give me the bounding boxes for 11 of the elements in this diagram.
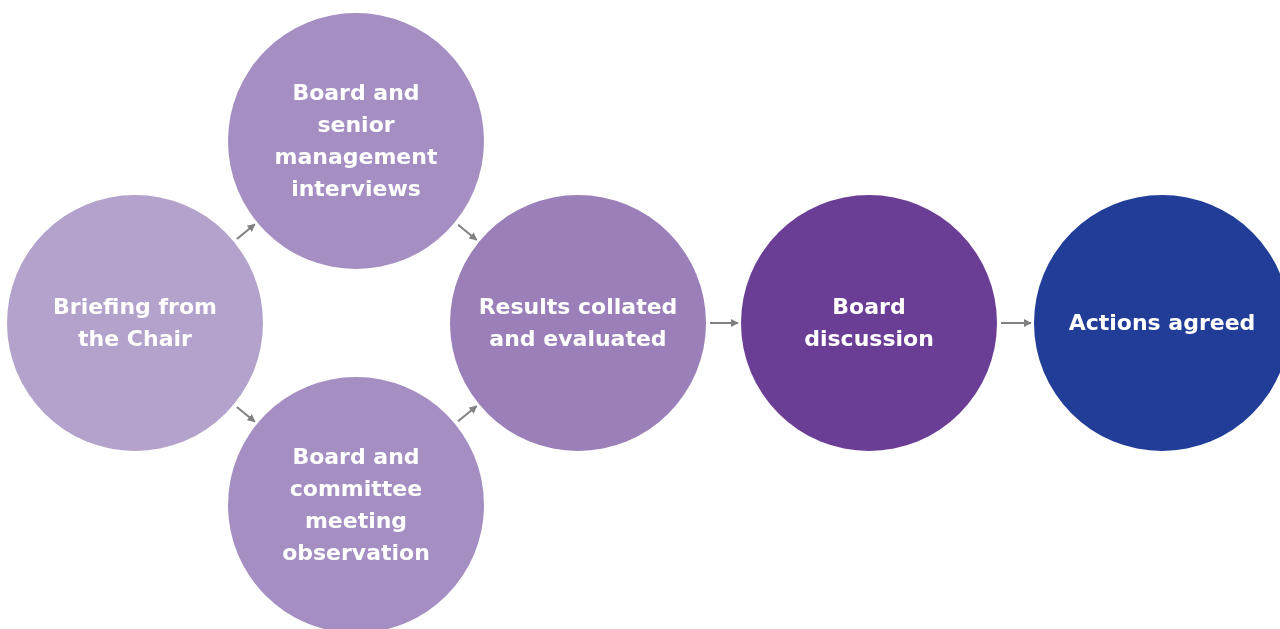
- step-label: Results collated and evaluated: [478, 293, 678, 353]
- arrow: [457, 223, 478, 241]
- arrow: [1000, 319, 1032, 327]
- arrow: [457, 405, 478, 423]
- arrow: [235, 223, 256, 241]
- step-label: Board and committee meeting observation: [281, 443, 431, 567]
- step-label: Briefing from the Chair: [52, 293, 218, 353]
- step-label: Board discussion: [803, 293, 935, 353]
- step-label: Actions agreed: [1067, 309, 1257, 337]
- step-label: Board and senior management interviews: [273, 79, 439, 203]
- arrow: [235, 405, 256, 423]
